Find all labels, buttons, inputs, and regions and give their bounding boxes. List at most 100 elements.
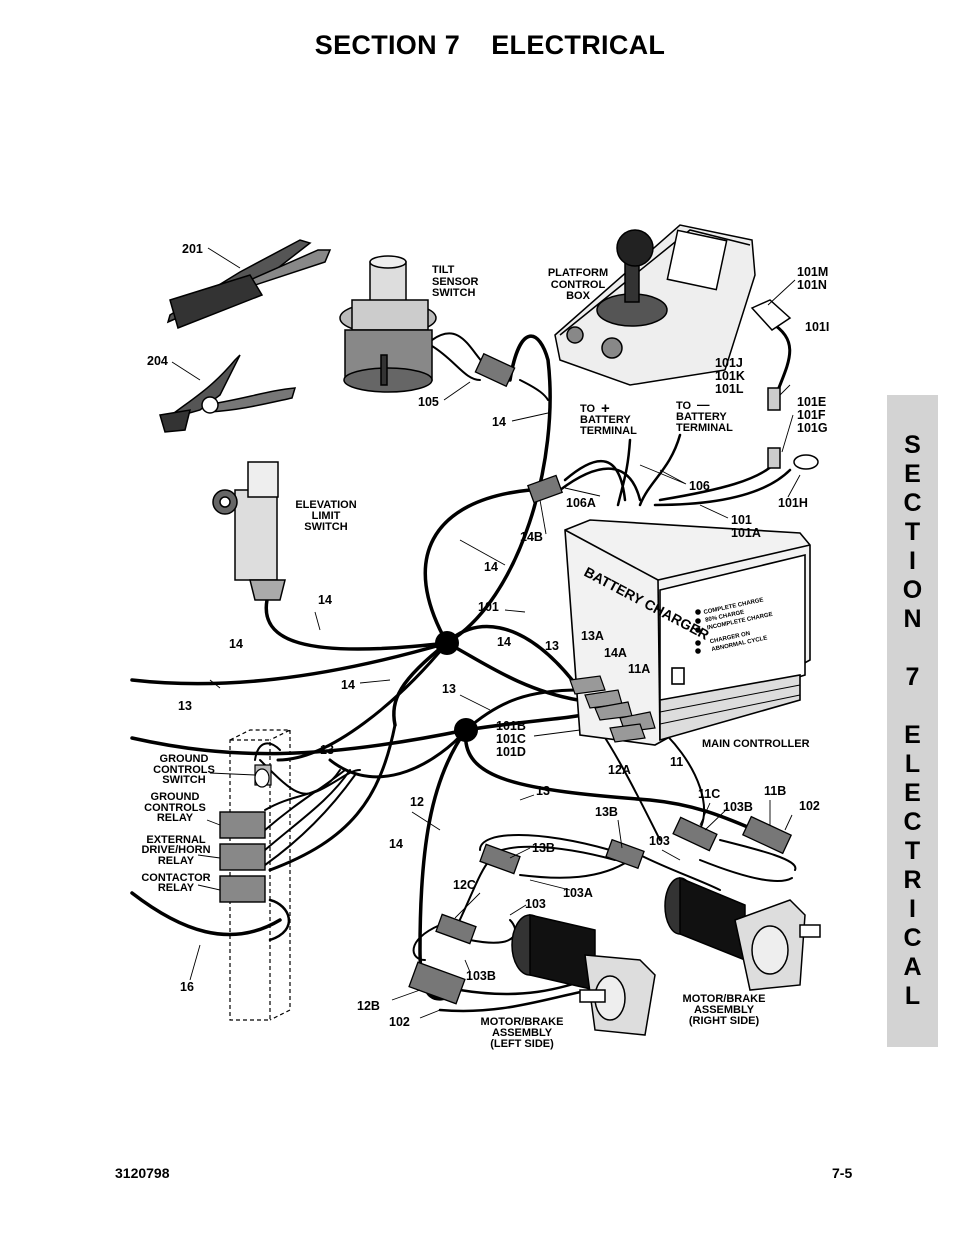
label-204: 204 bbox=[147, 354, 168, 368]
label-pcb-3: BOX bbox=[566, 290, 591, 302]
label-14-a: 14 bbox=[492, 415, 506, 429]
tilt-sensor-switch-icon bbox=[339, 255, 437, 393]
label-14-d: 14 bbox=[229, 637, 243, 651]
label-tilt-1: TILT bbox=[432, 264, 455, 276]
label-pcb-1: PLATFORM bbox=[548, 267, 608, 279]
wire-13-left bbox=[130, 728, 468, 756]
label-14-g: 14 bbox=[389, 837, 403, 851]
label-201: 201 bbox=[182, 242, 203, 256]
label-12b: 12B bbox=[357, 999, 380, 1013]
label-mbr-2: ASSEMBLY bbox=[694, 1004, 755, 1016]
label-12c: 12C bbox=[453, 878, 476, 892]
section-tab-letter: R bbox=[903, 866, 922, 894]
section-tab-letter: I bbox=[909, 547, 916, 575]
label-mbl-3: (LEFT SIDE) bbox=[490, 1038, 554, 1050]
wire-12 bbox=[418, 728, 468, 1001]
label-12: 12 bbox=[410, 795, 424, 809]
label-mbr-1: MOTOR/BRAKE bbox=[683, 993, 766, 1005]
label-to-bat-pos-3: TERMINAL bbox=[580, 425, 637, 437]
label-13a: 13A bbox=[581, 629, 604, 643]
label-tilt-3: SWITCH bbox=[432, 287, 475, 299]
label-elev-3: SWITCH bbox=[304, 521, 347, 533]
label-103b-b: 103B bbox=[466, 969, 496, 983]
label-14a: 14A bbox=[604, 646, 627, 660]
label-101: 101 bbox=[731, 513, 752, 527]
label-13b-top: 13B bbox=[595, 805, 618, 819]
label-105: 105 bbox=[418, 395, 439, 409]
wire-14-relay bbox=[268, 723, 397, 872]
section-tab-letter: E bbox=[904, 779, 921, 807]
label-103-b: 103 bbox=[525, 897, 546, 911]
label-ext-3: RELAY bbox=[158, 855, 195, 867]
label-to-bat-pos-2: BATTERY bbox=[580, 414, 631, 426]
label-mbl-1: MOTOR/BRAKE bbox=[481, 1016, 564, 1028]
label-minus: — bbox=[697, 398, 710, 412]
label-103-a: 103 bbox=[649, 834, 670, 848]
label-elev-1: ELEVATION bbox=[295, 499, 356, 511]
label-101i: 101I bbox=[805, 320, 829, 334]
label-11c: 11C bbox=[698, 787, 720, 801]
label-101f: 101F bbox=[797, 408, 826, 422]
section-tab-letter: E bbox=[904, 460, 921, 488]
crimp-tool-201-icon bbox=[166, 239, 332, 329]
label-101a: 101A bbox=[731, 526, 761, 540]
label-plus: + bbox=[601, 400, 610, 417]
label-gcr-1: GROUND bbox=[151, 791, 200, 803]
label-ext-2: DRIVE/HORN bbox=[141, 844, 210, 856]
crimp-tool-204-icon bbox=[159, 354, 297, 433]
label-12a: 12A bbox=[608, 763, 631, 777]
label-11a: 11A bbox=[628, 662, 650, 676]
section-tab-letter: C bbox=[903, 808, 922, 836]
section-tab-letter: T bbox=[904, 518, 921, 546]
label-103a: 103A bbox=[563, 886, 593, 900]
label-con-2: RELAY bbox=[158, 882, 195, 894]
section-tab-letter: L bbox=[904, 982, 921, 1010]
label-mbr-3: (RIGHT SIDE) bbox=[689, 1015, 760, 1027]
wire-14-left bbox=[130, 641, 449, 686]
section-tab-letter: I bbox=[909, 895, 916, 923]
label-16: 16 bbox=[180, 980, 194, 994]
label-101e: 101E bbox=[797, 395, 826, 409]
label-11b: 11B bbox=[764, 784, 786, 798]
label-101m: 101M bbox=[797, 265, 828, 279]
label-101k: 101K bbox=[715, 369, 745, 383]
connector-101e-icon bbox=[767, 447, 819, 470]
page-title: SECTION 7 ELECTRICAL bbox=[314, 30, 666, 60]
label-to-bat-neg-1: TO bbox=[676, 400, 692, 412]
label-101b: 101B bbox=[496, 719, 526, 733]
label-102-a: 102 bbox=[799, 799, 820, 813]
wire-11 bbox=[463, 728, 757, 832]
footer-page-number: 7-5 bbox=[832, 1165, 853, 1181]
leader-lines bbox=[171, 247, 801, 1019]
section-tab-letter: E bbox=[904, 721, 921, 749]
section-tab-letter: C bbox=[903, 489, 922, 517]
section-tab-letter: A bbox=[903, 953, 922, 981]
footer-doc-number: 3120798 bbox=[115, 1165, 170, 1181]
harness-junction-upper bbox=[435, 631, 459, 655]
section-tab-letter: 7 bbox=[905, 663, 920, 691]
label-103b-a: 103B bbox=[723, 800, 753, 814]
label-14-e: 14 bbox=[497, 635, 511, 649]
ground-controls-switch-icon bbox=[254, 764, 272, 788]
label-13-c: 13 bbox=[178, 699, 192, 713]
label-102-b: 102 bbox=[389, 1015, 410, 1029]
wire-13 bbox=[445, 641, 580, 702]
label-101g: 101G bbox=[797, 421, 828, 435]
label-14-c: 14 bbox=[318, 593, 332, 607]
label-11: 11 bbox=[670, 755, 683, 769]
label-13-d: 13 bbox=[320, 743, 334, 757]
label-101c: 101C bbox=[496, 732, 526, 746]
label-101n: 101N bbox=[797, 278, 827, 292]
section-tab-letter: C bbox=[903, 924, 922, 952]
label-main-controller: MAIN CONTROLLER bbox=[702, 738, 810, 750]
label-14-f: 14 bbox=[341, 678, 355, 692]
label-14-b: 14 bbox=[484, 560, 498, 574]
label-to-bat-neg-3: TERMINAL bbox=[676, 422, 733, 434]
label-ext-1: EXTERNAL bbox=[146, 834, 206, 846]
wire-connectors bbox=[408, 352, 793, 1005]
relay-blocks bbox=[219, 811, 266, 903]
label-elev-2: LIMIT bbox=[312, 510, 341, 522]
label-mbl-2: ASSEMBLY bbox=[492, 1027, 553, 1039]
label-101j: 101J bbox=[715, 356, 743, 370]
label-13-a: 13 bbox=[545, 639, 559, 653]
